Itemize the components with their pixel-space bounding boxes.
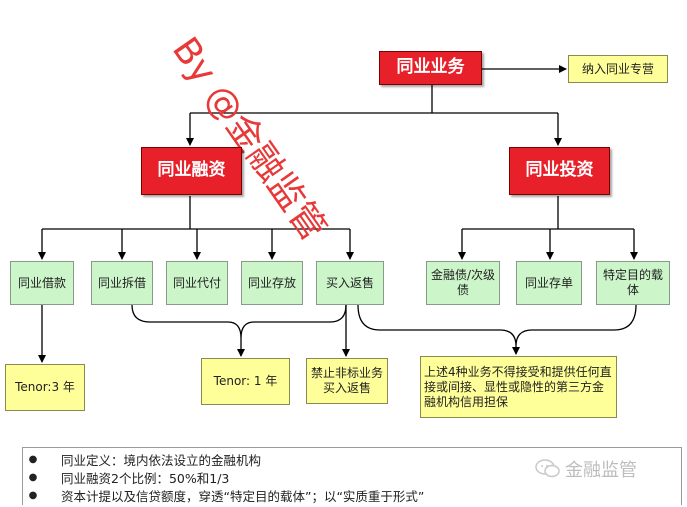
node-reverse-repo: 买入返售 <box>316 261 384 305</box>
bullet-text: 同业定义：境内依法设立的金融机构 <box>61 452 262 468</box>
note-tenor-1: Tenor: 1 年 <box>201 358 290 405</box>
note-nonstandard-ban: 禁止非标业务买入返售 <box>306 358 388 404</box>
logo-text: 金融监管 <box>565 460 637 481</box>
node-interbank-lending: 同业拆借 <box>91 261 153 305</box>
node-spv: 特定目的载体 <box>596 261 670 305</box>
bullet-dot-icon: ● <box>28 453 38 465</box>
node-interbank-investment: 同业投资 <box>509 147 610 195</box>
node-interbank-specialized: 纳入同业专营 <box>568 55 668 83</box>
node-interbank-business: 同业业务 <box>379 51 482 85</box>
chat-bubble-icon <box>535 459 560 478</box>
bullet-text: 资本计提以及信贷额度，穿透“特定目的载体”；以“实质重于形式” <box>61 488 425 504</box>
bullet-dot-icon: ● <box>28 471 38 483</box>
node-interbank-cd: 同业存单 <box>516 261 582 305</box>
wechat-logo: 金融监管 <box>535 456 637 482</box>
node-interbank-borrowing: 同业借款 <box>10 261 74 305</box>
notes-panel: ● 同业定义：境内依法设立的金融机构 ● 同业融资2个比例：50%和1/3 ● … <box>22 447 682 505</box>
bullet-item: ● 同业融资2个比例：50%和1/3 <box>23 468 681 486</box>
node-financial-bond: 金融债/次级债 <box>426 261 500 305</box>
bullet-text: 同业融资2个比例：50%和1/3 <box>61 470 230 486</box>
node-interbank-deposit: 同业存放 <box>241 261 303 305</box>
node-interbank-agency: 同业代付 <box>166 261 228 305</box>
note-tenor-3: Tenor:3 年 <box>5 364 85 411</box>
bullet-dot-icon: ● <box>28 489 38 501</box>
node-interbank-financing: 同业融资 <box>141 147 242 195</box>
bullet-item: ● 资本计提以及信贷额度，穿透“特定目的载体”；以“实质重于形式” <box>23 486 681 504</box>
note-no-guarantee: 上述4种业务不得接受和提供任何直接或间接、显性或隐性的第三方金融机构信用担保 <box>420 356 617 418</box>
bullet-item: ● 同业定义：境内依法设立的金融机构 <box>23 450 681 468</box>
